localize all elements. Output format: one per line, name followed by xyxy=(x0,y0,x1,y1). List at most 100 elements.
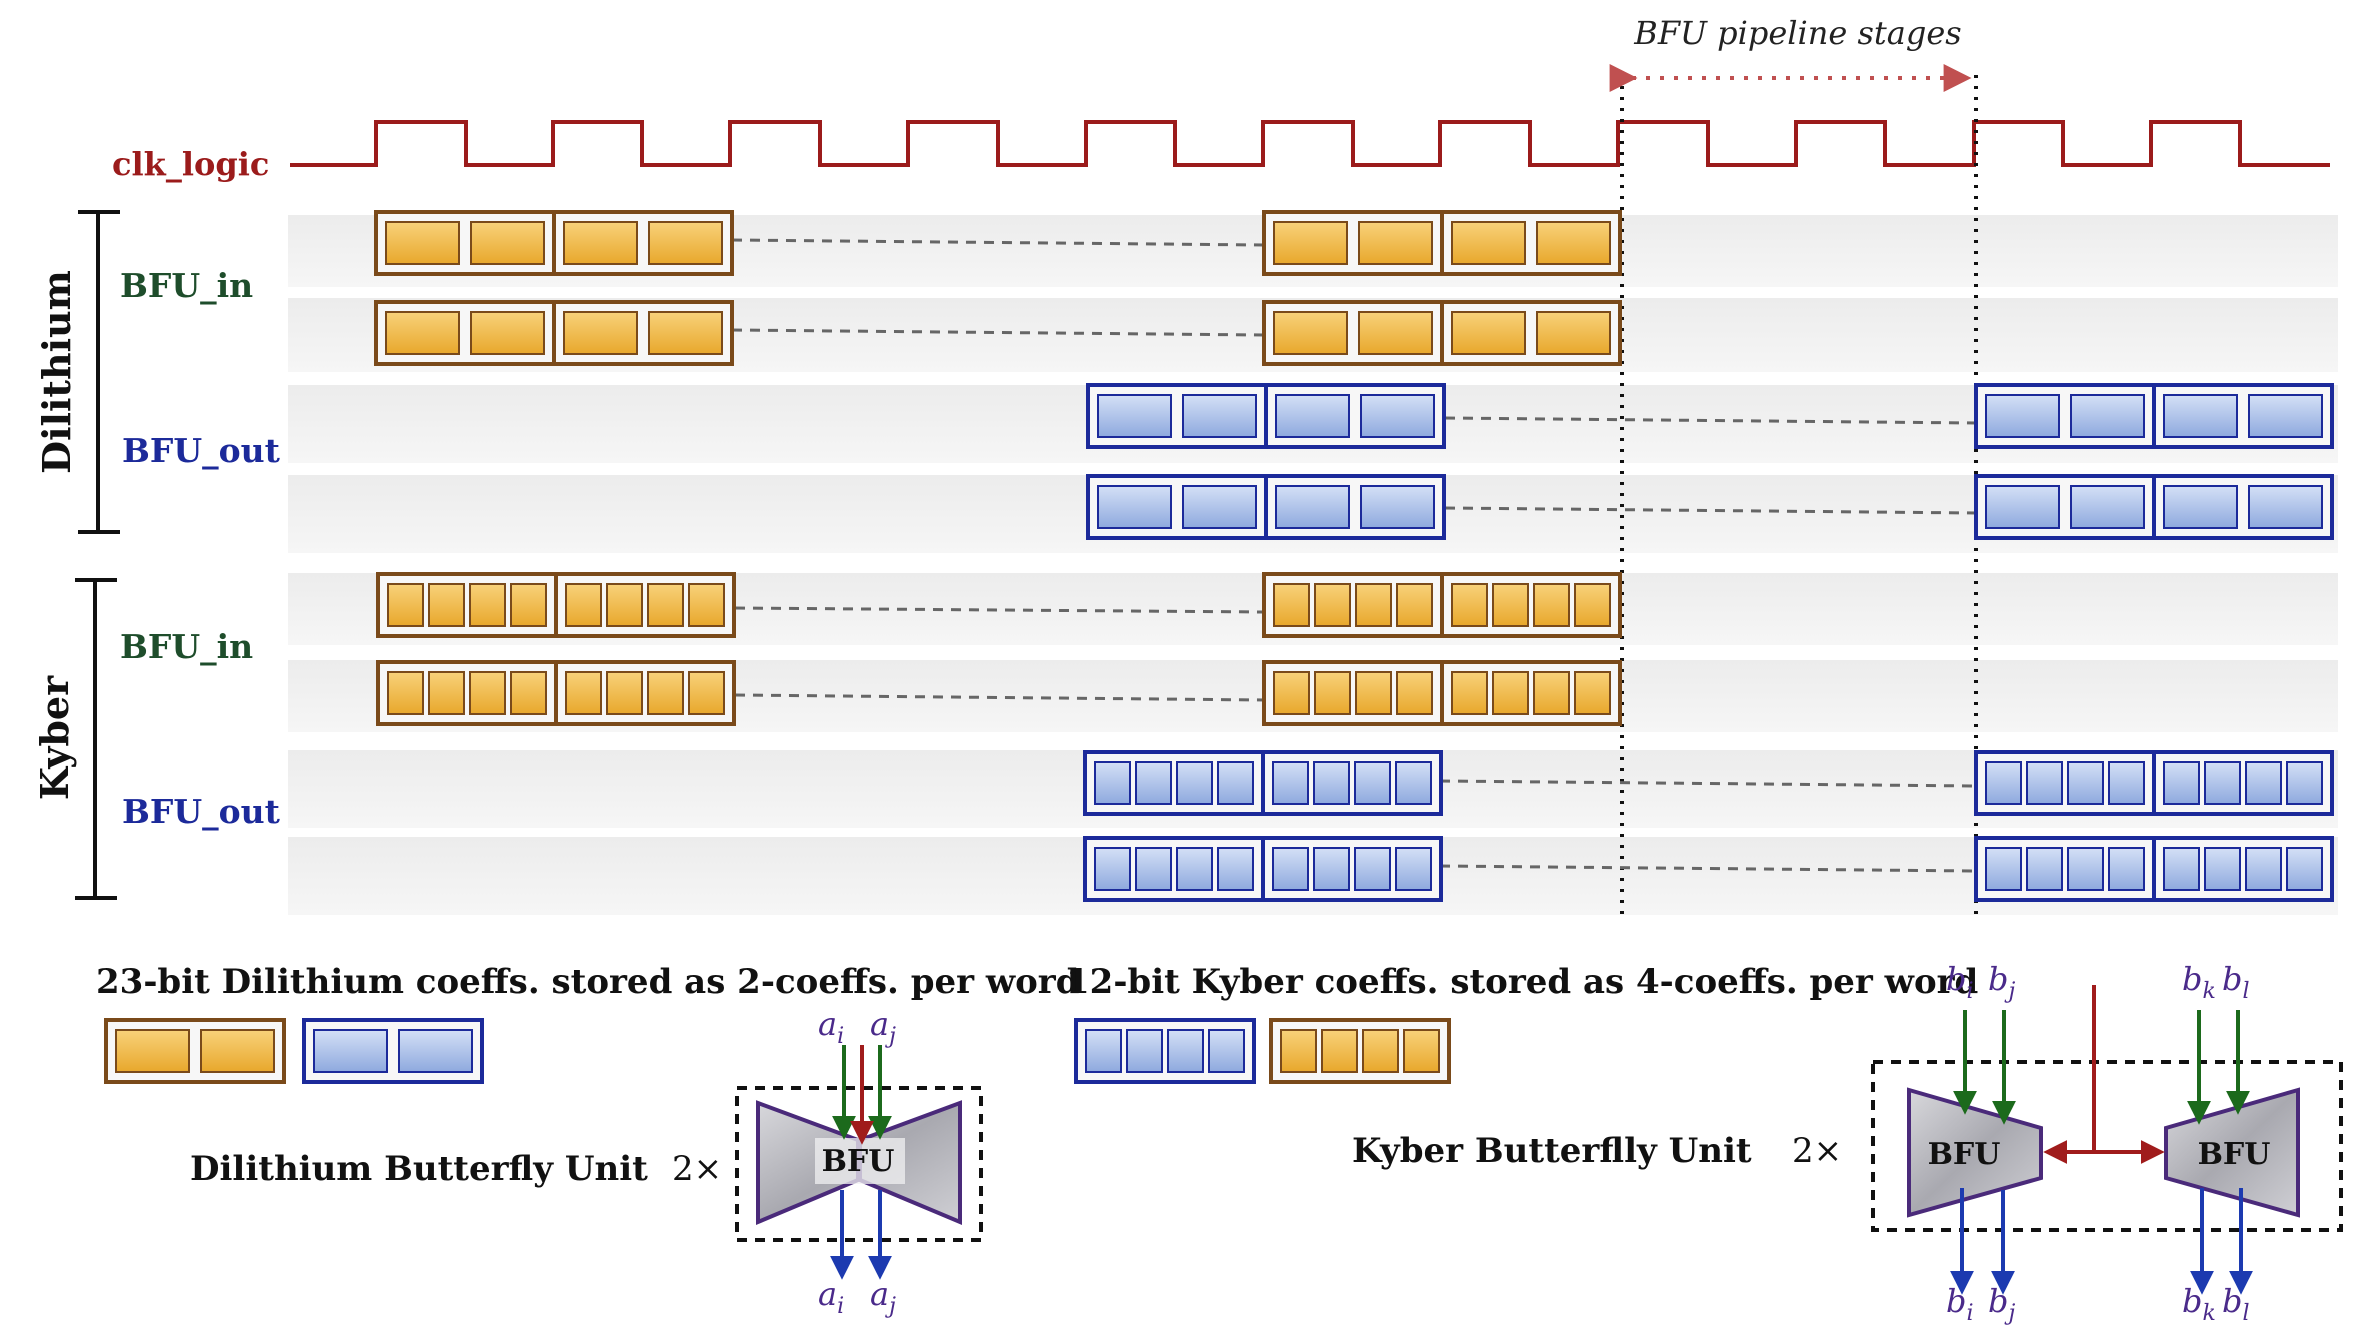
coefficient-cell xyxy=(2204,847,2241,891)
coefficient-cell xyxy=(1313,761,1350,805)
kyber-out-4: bl xyxy=(2222,1282,2250,1326)
coefficient-cell xyxy=(1182,394,1257,438)
coefficient-cell xyxy=(1403,1029,1440,1073)
kyber-bfu-box xyxy=(1871,1060,2343,1232)
bfu-out-word xyxy=(1974,474,2156,540)
dilithium-out-right: aj xyxy=(870,1275,896,1319)
coefficient-cell xyxy=(387,671,424,715)
coefficient-cell xyxy=(1536,221,1611,265)
coefficient-cell xyxy=(1182,485,1257,529)
bfu-out-word xyxy=(1083,836,1265,902)
kyber-out-1: bi xyxy=(1946,1282,1974,1326)
dilithium-bfu-in-label: BFU_in xyxy=(120,266,253,305)
coefficient-cell xyxy=(1451,671,1488,715)
bfu-out-word xyxy=(302,1018,484,1084)
kyber-out-3: bk xyxy=(2182,1282,2216,1326)
coefficient-cell xyxy=(2070,394,2145,438)
coefficient-cell xyxy=(1536,311,1611,355)
coefficient-cell xyxy=(2286,761,2323,805)
coefficient-cell xyxy=(2204,761,2241,805)
bfu-in-word xyxy=(1262,572,1444,638)
coefficient-cell xyxy=(1135,847,1172,891)
coefficient-cell xyxy=(606,583,643,627)
coefficient-cell xyxy=(1574,671,1611,715)
kyber-bfu-label: Kyber Butterflly Unit xyxy=(1352,1131,1752,1171)
bfu-out-word xyxy=(1974,383,2156,449)
bfu-out-word xyxy=(1261,750,1443,816)
coefficient-cell xyxy=(563,221,638,265)
coefficient-cell xyxy=(2163,761,2200,805)
bfu-in-word xyxy=(554,572,736,638)
bfu-in-word xyxy=(374,300,556,366)
coefficient-cell xyxy=(2286,847,2323,891)
coefficient-cell xyxy=(1492,671,1529,715)
coefficient-cell xyxy=(200,1029,275,1073)
bfu-out-word xyxy=(2152,383,2334,449)
coefficient-cell xyxy=(470,311,545,355)
coefficient-cell xyxy=(469,583,506,627)
coefficient-cell xyxy=(2108,847,2145,891)
coefficient-cell xyxy=(1395,761,1432,805)
coefficient-cell xyxy=(1273,671,1310,715)
coefficient-cell xyxy=(2245,847,2282,891)
coefficient-cell xyxy=(1313,847,1350,891)
coefficient-cell xyxy=(1985,485,2060,529)
kyber-bfu-unit-label-left: BFU xyxy=(1928,1137,2001,1172)
coefficient-cell xyxy=(1533,671,1570,715)
coefficient-cell xyxy=(565,671,602,715)
coefficient-cell xyxy=(1354,847,1391,891)
coefficient-cell xyxy=(1217,847,1254,891)
kyber-in-4: bl xyxy=(2222,960,2250,1004)
kyber-in-2: bj xyxy=(1988,960,2015,1004)
coefficient-cell xyxy=(385,221,460,265)
coefficient-cell xyxy=(385,311,460,355)
bfu-in-word xyxy=(1440,572,1622,638)
coefficient-cell xyxy=(1321,1029,1358,1073)
coefficient-cell xyxy=(563,311,638,355)
coefficient-cell xyxy=(1314,671,1351,715)
coefficient-cell xyxy=(470,221,545,265)
coefficient-cell xyxy=(2070,485,2145,529)
coefficient-cell xyxy=(1275,485,1350,529)
coefficient-cell xyxy=(398,1029,473,1073)
coefficient-cell xyxy=(1985,761,2022,805)
bfu-in-word xyxy=(1440,660,1622,726)
bfu-in-word xyxy=(552,300,734,366)
coefficient-cell xyxy=(1985,394,2060,438)
coefficient-cell xyxy=(510,671,547,715)
coefficient-cell xyxy=(1396,583,1433,627)
coefficient-cell xyxy=(1492,583,1529,627)
coefficient-cell xyxy=(1272,761,1309,805)
coefficient-cell xyxy=(1176,847,1213,891)
coefficient-cell xyxy=(1280,1029,1317,1073)
coefficient-cell xyxy=(1360,485,1435,529)
bfu-in-word xyxy=(1262,300,1444,366)
bfu-out-word xyxy=(1086,383,1268,449)
coefficient-cell xyxy=(1314,583,1351,627)
bfu-out-word xyxy=(1083,750,1265,816)
kyber-in-3: bk xyxy=(2182,960,2216,1004)
bfu-in-word xyxy=(552,210,734,276)
bfu-in-word xyxy=(374,210,556,276)
bfu-in-word xyxy=(1440,210,1622,276)
coefficient-cell xyxy=(1097,485,1172,529)
kyber-bracket xyxy=(75,578,117,900)
coefficient-cell xyxy=(2163,847,2200,891)
bfu-out-word xyxy=(1974,836,2156,902)
coefficient-cell xyxy=(1355,671,1392,715)
bfu-out-word xyxy=(2152,750,2334,816)
kyber-in-1: bi xyxy=(1946,960,1974,1004)
coefficient-cell xyxy=(1362,1029,1399,1073)
coefficient-cell xyxy=(1275,394,1350,438)
coefficient-cell xyxy=(1273,221,1348,265)
coefficient-cell xyxy=(2163,394,2238,438)
coefficient-cell xyxy=(647,671,684,715)
coefficient-cell xyxy=(1358,311,1433,355)
coefficient-cell xyxy=(2026,761,2063,805)
coefficient-cell xyxy=(428,583,465,627)
coefficient-cell xyxy=(1985,847,2022,891)
dilithium-bfu-out-label: BFU_out xyxy=(122,431,281,470)
dilithium-bfu-multiplier: 2× xyxy=(672,1149,722,1189)
bfu-in-word xyxy=(104,1018,286,1084)
